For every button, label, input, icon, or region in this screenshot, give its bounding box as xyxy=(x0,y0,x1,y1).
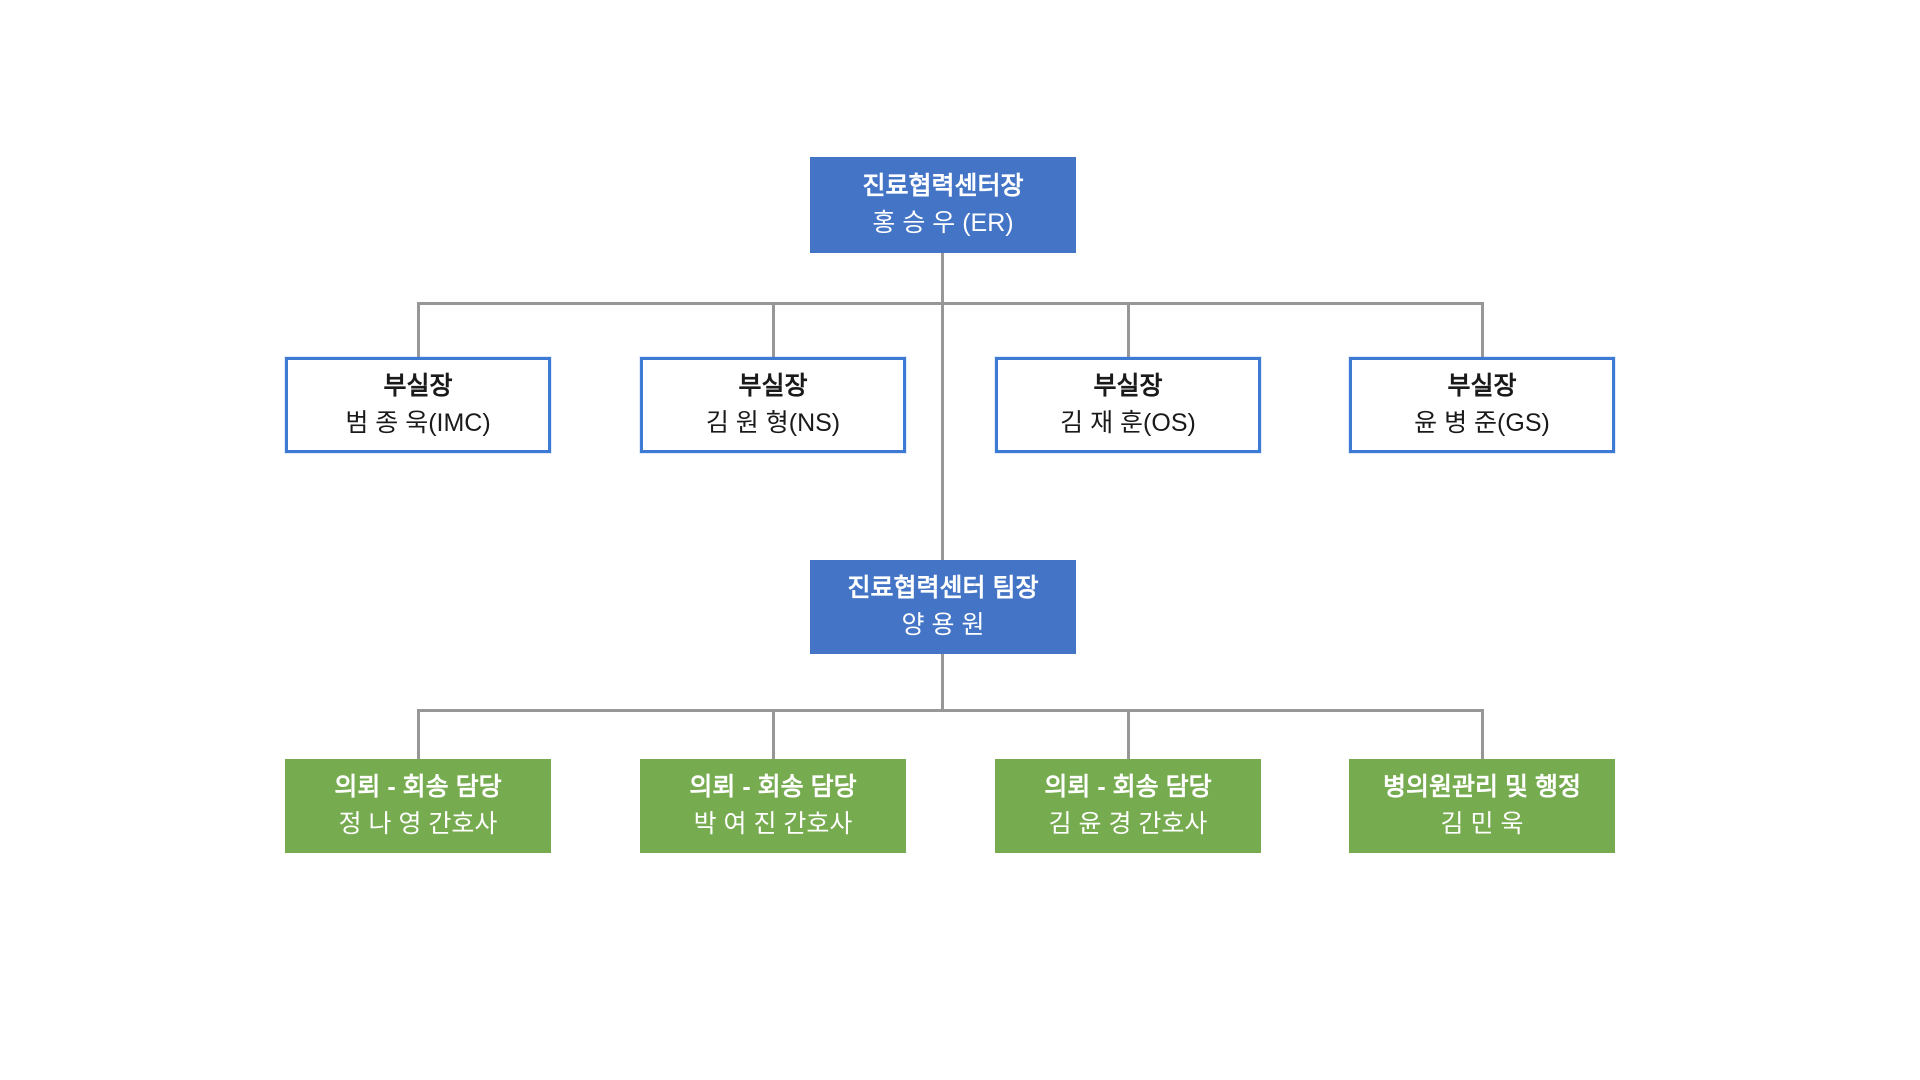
org-node-staff-4: 병의원관리 및 행정 김 민 욱 xyxy=(1349,759,1615,853)
node-title: 진료협력센터 팀장 xyxy=(847,574,1039,602)
node-person-name: 김 재 훈(OS) xyxy=(1060,409,1196,437)
org-node-staff-1: 의뢰 - 회송 담당 정 나 영 간호사 xyxy=(285,759,551,853)
node-title: 진료협력센터장 xyxy=(862,172,1024,200)
connector-stub-deputy-2 xyxy=(772,302,775,357)
connector-stub-staff-2 xyxy=(772,709,775,759)
org-node-deputy-4: 부실장 윤 병 준(GS) xyxy=(1349,357,1615,453)
node-title: 부실장 xyxy=(738,372,808,400)
node-title: 부실장 xyxy=(1447,372,1517,400)
org-node-team-leader: 진료협력센터 팀장 양 용 원 xyxy=(810,560,1076,654)
node-title: 부실장 xyxy=(1093,372,1163,400)
node-title: 부실장 xyxy=(383,372,453,400)
connector-stub-staff-1 xyxy=(417,709,420,759)
org-node-deputy-3: 부실장 김 재 훈(OS) xyxy=(995,357,1261,453)
node-person-name: 범 종 욱(IMC) xyxy=(345,409,491,437)
org-node-staff-3: 의뢰 - 회송 담당 김 윤 경 간호사 xyxy=(995,759,1261,853)
node-person-name: 김 윤 경 간호사 xyxy=(1048,810,1208,838)
node-person-name: 윤 병 준(GS) xyxy=(1414,409,1550,437)
node-person-name: 정 나 영 간호사 xyxy=(338,810,498,838)
org-node-center-director: 진료협력센터장 홍 승 우 (ER) xyxy=(810,157,1076,253)
connector-stub-deputy-4 xyxy=(1481,302,1484,357)
org-node-deputy-2: 부실장 김 원 형(NS) xyxy=(640,357,906,453)
node-title: 의뢰 - 회송 담당 xyxy=(689,773,857,801)
node-title: 의뢰 - 회송 담당 xyxy=(334,773,502,801)
org-node-staff-2: 의뢰 - 회송 담당 박 여 진 간호사 xyxy=(640,759,906,853)
connector-root-to-team-leader xyxy=(941,252,944,560)
node-title: 병의원관리 및 행정 xyxy=(1383,773,1581,801)
node-title: 의뢰 - 회송 담당 xyxy=(1044,773,1212,801)
node-person-name: 김 원 형(NS) xyxy=(705,409,841,437)
node-person-name: 홍 승 우 (ER) xyxy=(872,209,1014,237)
connector-staff-horizontal xyxy=(418,709,1484,712)
node-person-name: 김 민 욱 xyxy=(1440,810,1524,838)
node-person-name: 양 용 원 xyxy=(901,611,985,639)
connector-deputies-horizontal xyxy=(418,302,1484,305)
node-person-name: 박 여 진 간호사 xyxy=(693,810,853,838)
connector-stub-staff-3 xyxy=(1127,709,1130,759)
connector-stub-staff-4 xyxy=(1481,709,1484,759)
connector-stub-deputy-3 xyxy=(1127,302,1130,357)
connector-team-leader-down xyxy=(941,653,944,710)
org-node-deputy-1: 부실장 범 종 욱(IMC) xyxy=(285,357,551,453)
connector-stub-deputy-1 xyxy=(417,302,420,357)
